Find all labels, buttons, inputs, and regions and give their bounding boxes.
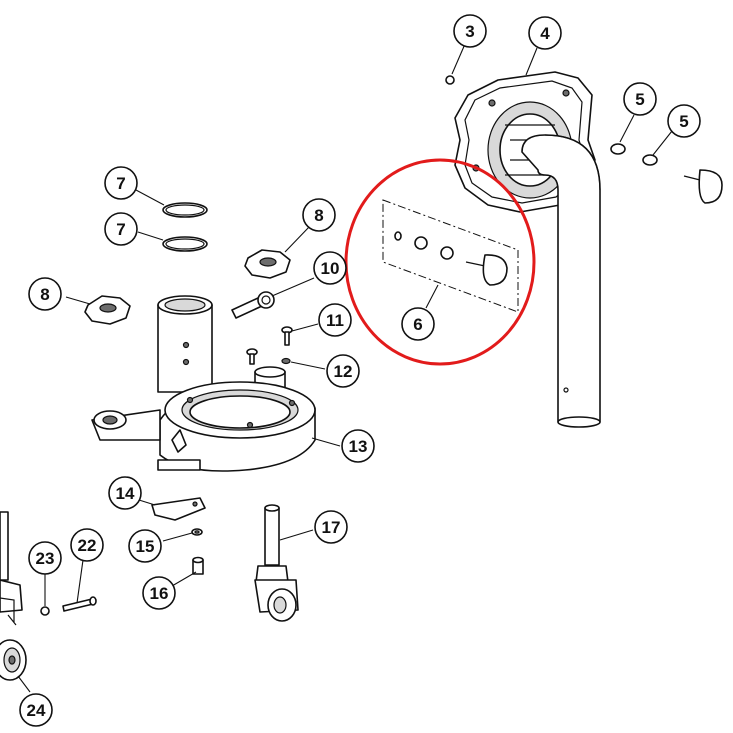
- svg-text:6: 6: [413, 315, 422, 334]
- svg-text:22: 22: [78, 536, 97, 555]
- part-16-bolt: [192, 556, 204, 575]
- highlight-circle: [344, 158, 536, 366]
- callouts: 3 4 5 5 7 7 8 8: [19, 14, 701, 727]
- part-5-washers-knob: [610, 143, 723, 204]
- part-7-o-rings: [162, 202, 208, 252]
- part-10-valve-stem: [231, 291, 275, 319]
- u-tube: [521, 134, 601, 428]
- callout-7b: 7: [104, 212, 138, 246]
- part-14-bracket: [151, 497, 206, 521]
- part-12-washer: [281, 357, 291, 365]
- callout-15: 15: [128, 529, 162, 563]
- svg-text:8: 8: [40, 285, 49, 304]
- leader-lines: [17, 43, 673, 693]
- callout-5a: 5: [623, 82, 657, 116]
- callout-11: 11: [318, 303, 352, 337]
- svg-text:10: 10: [321, 259, 340, 278]
- callout-10: 10: [313, 251, 347, 285]
- callout-23: 23: [28, 541, 62, 575]
- callout-12: 12: [326, 354, 360, 388]
- part-3-washer: [445, 75, 455, 85]
- svg-text:13: 13: [349, 437, 368, 456]
- svg-text:8: 8: [314, 206, 323, 225]
- svg-text:11: 11: [326, 311, 344, 330]
- part-6-kit: [382, 199, 519, 313]
- svg-text:16: 16: [150, 584, 169, 603]
- callout-3: 3: [453, 14, 487, 48]
- callout-24: 24: [19, 693, 53, 727]
- svg-text:5: 5: [635, 90, 644, 109]
- callout-16: 16: [142, 576, 176, 610]
- svg-text:14: 14: [116, 484, 135, 503]
- callout-7a: 7: [104, 166, 138, 200]
- part-8-star-knobs: [84, 249, 291, 325]
- svg-text:17: 17: [322, 518, 341, 537]
- left-caster-fragment: [0, 511, 23, 626]
- part-15-washer: [191, 528, 203, 536]
- svg-text:5: 5: [679, 112, 688, 131]
- svg-text:23: 23: [36, 549, 55, 568]
- part-17-caster: [254, 504, 299, 622]
- svg-text:24: 24: [27, 701, 46, 720]
- part-23-washer: [40, 606, 50, 616]
- svg-text:7: 7: [116, 220, 125, 239]
- callout-13: 13: [341, 429, 375, 463]
- callout-14: 14: [108, 476, 142, 510]
- part-24-wheel: [0, 639, 27, 681]
- part-22-pin: [62, 596, 97, 612]
- callout-22: 22: [70, 528, 104, 562]
- callout-4: 4: [528, 16, 562, 50]
- svg-text:15: 15: [136, 537, 155, 556]
- callout-5b: 5: [667, 104, 701, 138]
- svg-text:7: 7: [116, 174, 125, 193]
- callout-8b: 8: [28, 277, 62, 311]
- part-13-base-housing: [91, 295, 316, 472]
- callout-8a: 8: [302, 198, 336, 232]
- part-11-screw: [246, 326, 293, 365]
- svg-text:4: 4: [540, 24, 550, 43]
- callout-17: 17: [314, 510, 348, 544]
- svg-text:3: 3: [465, 22, 474, 41]
- svg-text:12: 12: [334, 362, 353, 381]
- callout-6: 6: [401, 307, 435, 341]
